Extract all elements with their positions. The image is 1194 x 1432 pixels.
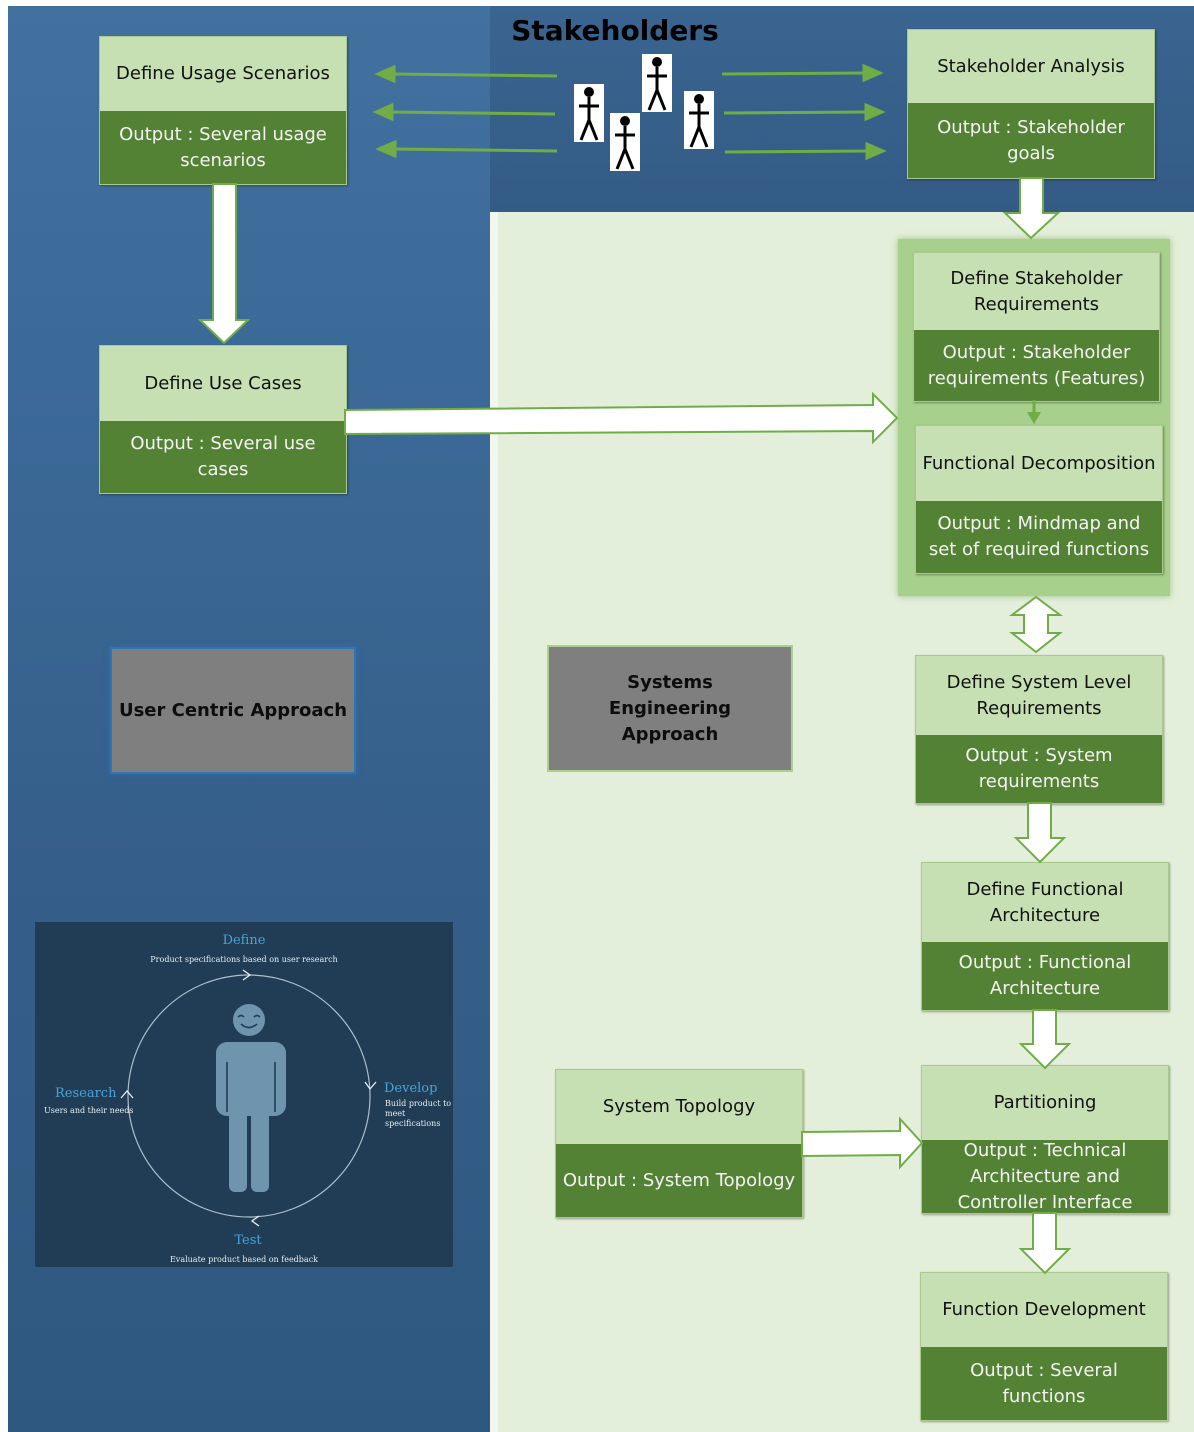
arrow-down-analysis-to-requirements <box>1002 177 1061 240</box>
arrow-left-2 <box>389 110 556 116</box>
define-usage-scenarios-box: Define Usage Scenarios Output : Several … <box>99 36 347 185</box>
cycle-chevron-icon <box>364 1081 377 1091</box>
box-title: Stakeholder Analysis <box>908 30 1154 103</box>
box-title: Define System Level Requirements <box>916 656 1162 735</box>
define-use-cases-box: Define Use Cases Output : Several use ca… <box>99 345 347 494</box>
systems-engineering-approach-label: Systems Engineering Approach <box>547 645 793 772</box>
cycle-research-desc: Users and their needs <box>44 1106 134 1115</box>
arrow-small-requirements-to-decomposition <box>1027 400 1041 424</box>
system-topology-box: System Topology Output : System Topology <box>555 1069 803 1218</box>
design-cycle-graphic <box>120 969 377 1227</box>
arrow-left-1-head <box>374 64 396 84</box>
arrow-left-3 <box>392 147 558 153</box>
box-output: Output : Several functions <box>921 1347 1167 1420</box>
partitioning-box: Partitioning Output : Technical Architec… <box>921 1065 1169 1214</box>
user-centric-approach-label: User Centric Approach <box>110 647 356 774</box>
cycle-define-desc: Product specifications based on user res… <box>150 955 338 964</box>
cycle-test-desc: Evaluate product based on feedback <box>169 1255 319 1264</box>
cycle-test-label: Test <box>234 1233 262 1248</box>
cycle-chevron-icon <box>120 1090 134 1099</box>
box-output: Output : Functional Architecture <box>922 942 1168 1010</box>
box-title: Define Use Cases <box>100 346 346 421</box>
functional-decomposition-box: Functional Decomposition Output : Mindma… <box>915 425 1163 574</box>
arrow-down-functional-to-partitioning <box>1018 1009 1072 1070</box>
box-output: Output : Several use cases <box>100 421 346 493</box>
cycle-develop-label: Develop <box>384 1081 438 1096</box>
arrow-right-topology-to-partitioning <box>801 1116 924 1170</box>
stakeholder-icon <box>574 84 604 142</box>
stakeholder-icon <box>610 113 640 171</box>
box-output: Output : Several usage scenarios <box>100 111 346 184</box>
arrow-left-1 <box>391 72 558 78</box>
arrow-right-3 <box>724 149 870 154</box>
double-arrow-decomposition-system <box>1009 595 1063 654</box>
box-output: Output : Stakeholder goals <box>908 103 1154 178</box>
cycle-chevron-icon <box>242 969 252 981</box>
function-development-box: Function Development Output : Several fu… <box>920 1272 1168 1421</box>
stakeholder-analysis-box: Stakeholder Analysis Output : Stakeholde… <box>907 29 1155 179</box>
cycle-research-label: Research <box>55 1086 117 1101</box>
define-functional-architecture-box: Define Functional Architecture Output : … <box>921 862 1169 1011</box>
arrow-right-2-head <box>864 102 886 122</box>
cycle-chevron-icon <box>250 1215 260 1227</box>
box-output: Output : Stakeholder requirements (Featu… <box>914 330 1159 401</box>
stakeholder-icon <box>642 54 672 112</box>
box-output: Output : Mindmap and set of required fun… <box>916 501 1162 573</box>
arrow-right-usecases-to-requirements <box>344 391 899 445</box>
arrow-down-usage-to-usecases <box>197 183 251 345</box>
define-system-level-requirements-box: Define System Level Requirements Output … <box>915 655 1163 804</box>
arrow-down-system-to-functional <box>1013 802 1067 864</box>
arrow-right-1 <box>721 71 867 76</box>
person-icon <box>216 1004 286 1192</box>
design-cycle-diagram: Define Product specifications based on u… <box>35 922 453 1267</box>
box-title: Define Usage Scenarios <box>100 37 346 111</box>
box-title: Define Stakeholder Requirements <box>914 253 1159 330</box>
arrow-right-3-head <box>865 141 887 161</box>
box-title: System Topology <box>556 1070 802 1144</box>
arrow-right-1-head <box>862 63 884 83</box>
define-stakeholder-requirements-box: Define Stakeholder Requirements Output :… <box>913 252 1160 402</box>
box-title: Partitioning <box>922 1066 1168 1140</box>
box-output: Output : System Topology <box>556 1144 802 1217</box>
box-title: Function Development <box>921 1273 1167 1347</box>
box-title: Functional Decomposition <box>916 426 1162 501</box>
arrow-left-2-head <box>372 102 394 122</box>
cycle-develop-desc: Build product to meet specifications <box>385 1099 452 1128</box>
box-output: Output : Technical Architecture and Cont… <box>922 1140 1168 1213</box>
arrow-right-2 <box>723 110 869 115</box>
stakeholders-title: Stakeholders <box>511 14 719 47</box>
box-title: Define Functional Architecture <box>922 863 1168 942</box>
arrow-left-3-head <box>375 139 397 159</box>
arrow-down-partitioning-to-development <box>1018 1212 1072 1275</box>
cycle-define-label: Define <box>222 933 266 948</box>
box-output: Output : System requirements <box>916 735 1162 803</box>
stakeholder-icon <box>684 91 714 149</box>
